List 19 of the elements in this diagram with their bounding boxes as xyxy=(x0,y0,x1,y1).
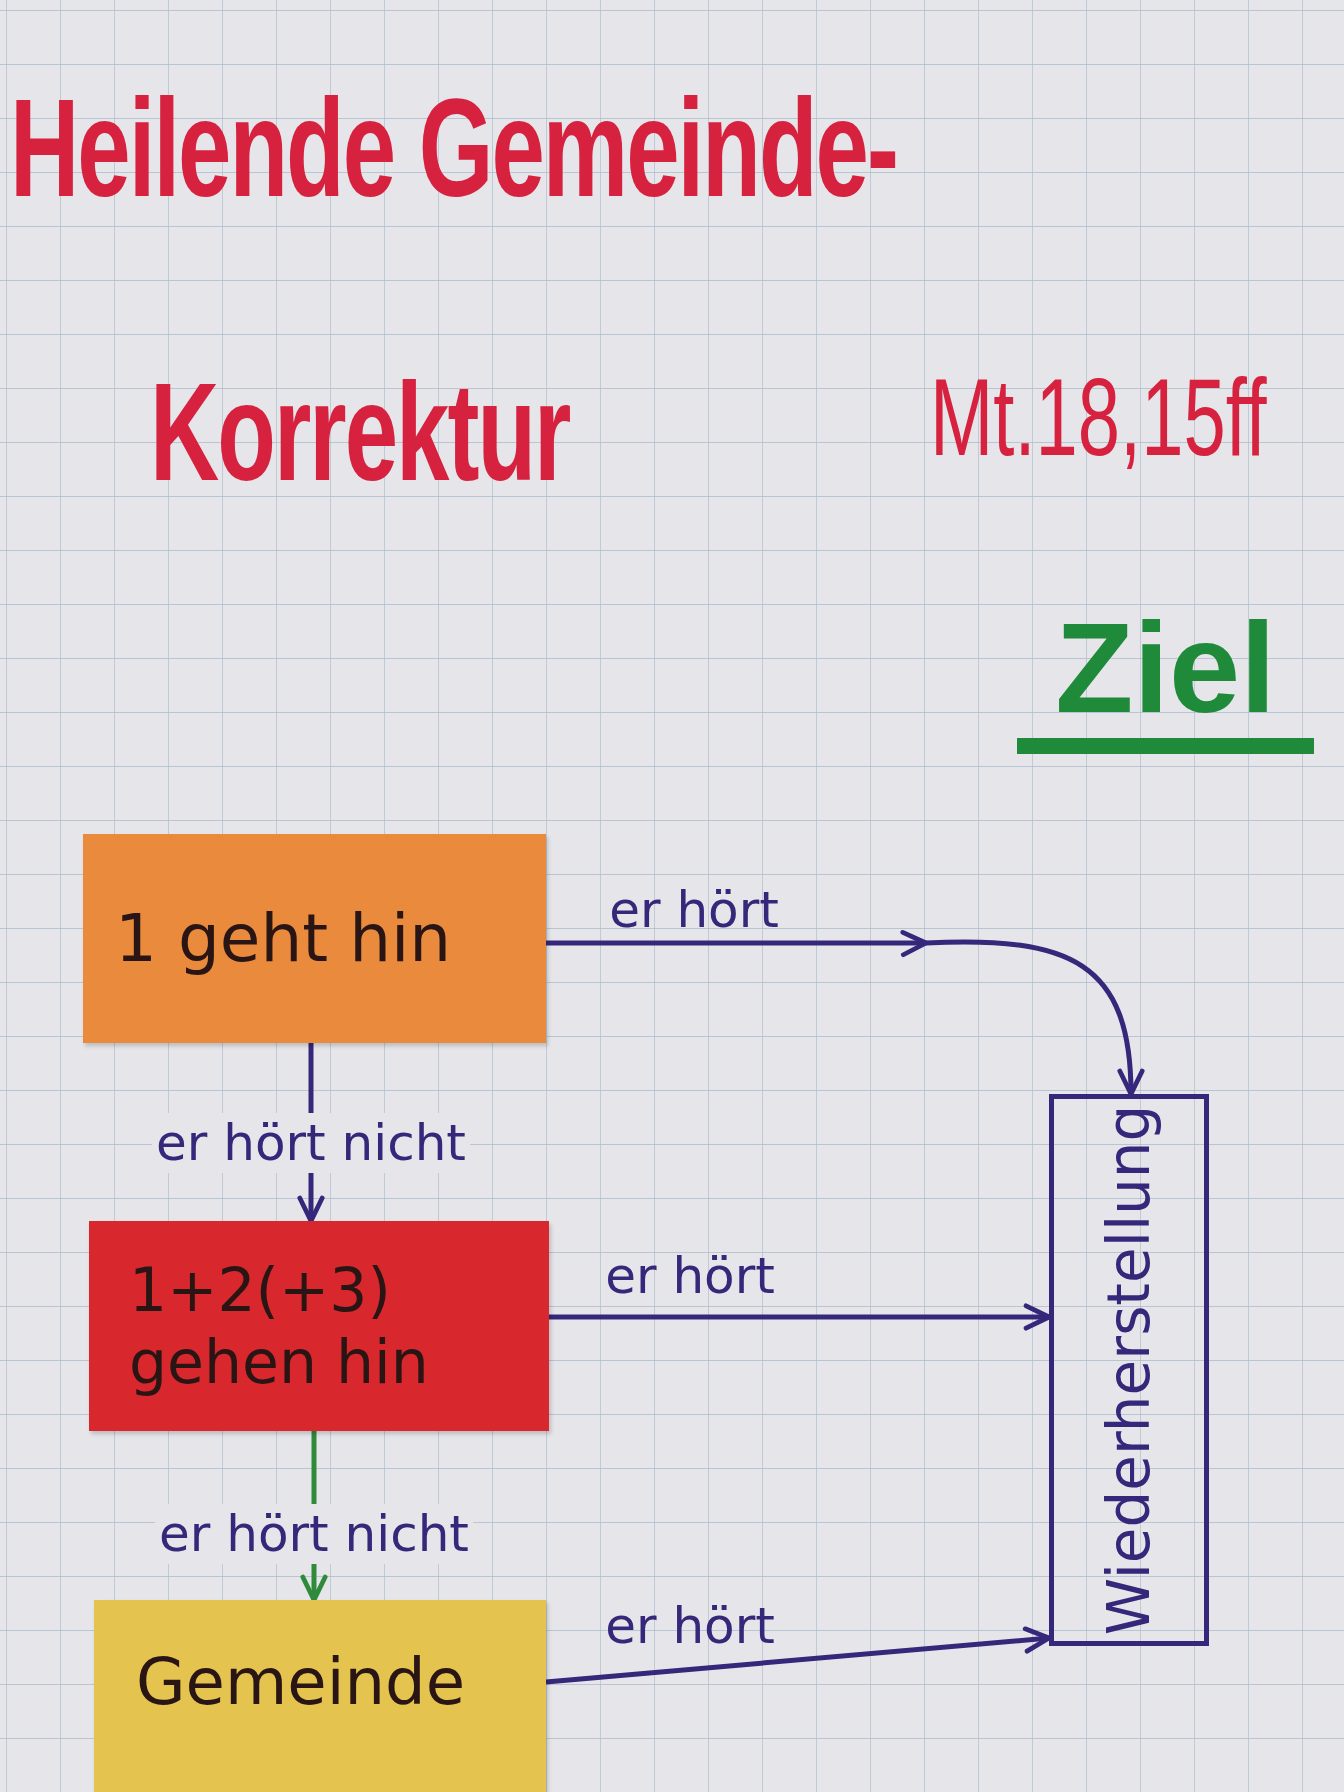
edge-label: er hört xyxy=(604,1246,776,1306)
arrow xyxy=(549,1303,1052,1331)
card-text: 1 geht hin xyxy=(115,899,452,978)
card-text: 1+2(+3) gehen hin xyxy=(129,1254,429,1398)
edge-label: er hört nicht xyxy=(152,1113,470,1173)
paper-card xyxy=(83,834,546,1043)
arrow xyxy=(546,930,1145,1095)
card-text: Wiederherstellung xyxy=(1094,1104,1164,1636)
edge-label: er hört nicht xyxy=(155,1504,473,1564)
card-text: Gemeinde xyxy=(136,1644,466,1721)
arrow xyxy=(545,1626,1052,1685)
title: Heilende Gemeinde- Korrektur xyxy=(10,68,898,512)
goal-heading: Ziel xyxy=(1017,598,1314,754)
paper-card xyxy=(89,1221,549,1431)
paper-card xyxy=(94,1600,546,1792)
edge-label: er hört xyxy=(608,880,780,940)
edge-label: er hört xyxy=(604,1596,776,1656)
outlined-box xyxy=(1049,1094,1209,1646)
scripture-reference: Mt.18,15ff xyxy=(930,354,1267,481)
